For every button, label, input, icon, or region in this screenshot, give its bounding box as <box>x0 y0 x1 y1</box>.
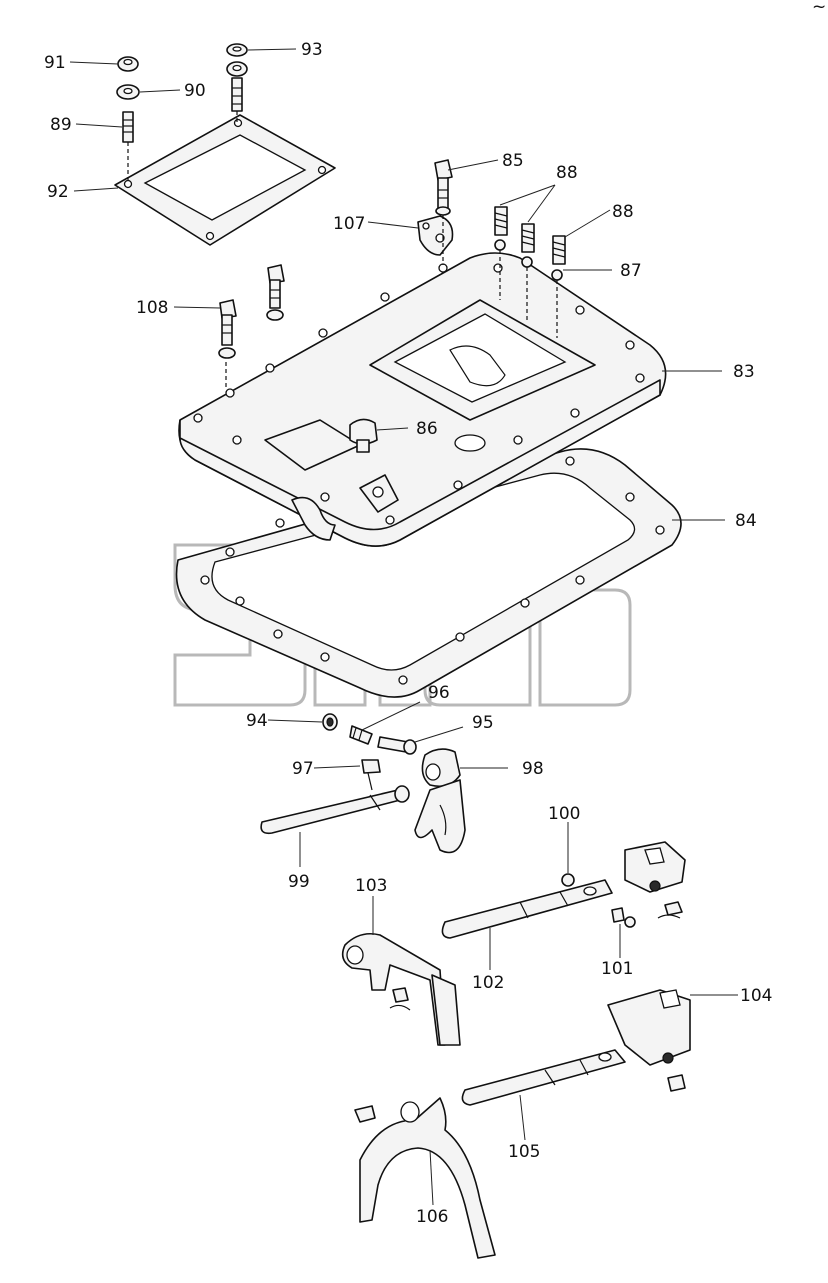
plug-86 <box>349 418 378 453</box>
callout-100: 100 <box>548 804 580 824</box>
callout-84: 84 <box>735 511 757 531</box>
corner-mark: ~. <box>812 0 828 17</box>
plug-94 <box>322 713 338 731</box>
callout-96: 96 <box>428 683 450 703</box>
block-104 <box>607 989 691 1092</box>
leader-lines <box>69 48 738 1206</box>
nut-washer-93 <box>226 43 248 112</box>
callout-101: 101 <box>601 959 633 979</box>
callout-88-a: 88 <box>556 163 578 183</box>
callout-98: 98 <box>522 759 544 779</box>
cover-plate-83-holes <box>193 263 645 525</box>
callout-86: 86 <box>416 419 438 439</box>
stud-89 <box>122 111 134 143</box>
callout-95: 95 <box>472 713 494 733</box>
spring-96 <box>349 725 373 745</box>
callout-97: 97 <box>292 759 314 779</box>
screw-97 <box>361 759 381 791</box>
callout-99: 99 <box>288 872 310 892</box>
spring-88-3 <box>551 235 566 281</box>
callout-87: 87 <box>620 261 642 281</box>
callout-94: 94 <box>246 711 268 731</box>
callout-91: 91 <box>44 53 66 73</box>
dashed-guides <box>127 111 558 388</box>
callout-83: 83 <box>733 362 755 382</box>
bolt-108-second <box>266 264 285 321</box>
callout-88-b: 88 <box>612 202 634 222</box>
callout-103: 103 <box>355 876 387 896</box>
callout-102: 102 <box>472 973 504 993</box>
callout-104: 104 <box>740 986 772 1006</box>
shaft-105 <box>461 1049 626 1106</box>
nut-91 <box>117 56 139 72</box>
callout-92: 92 <box>47 182 69 202</box>
callout-106: 106 <box>416 1207 448 1227</box>
callout-93: 93 <box>301 40 323 60</box>
callout-108: 108 <box>136 298 168 318</box>
pin-95 <box>377 736 417 755</box>
bolt-108 <box>218 299 237 359</box>
fork-98 <box>414 748 466 854</box>
callout-89: 89 <box>50 115 72 135</box>
callout-107: 107 <box>333 214 365 234</box>
fork-block-102 <box>624 841 686 919</box>
bracket-107 <box>417 215 454 256</box>
pin-101 <box>611 907 636 928</box>
gasket-92 <box>114 114 336 246</box>
cover-plate-83 <box>178 252 667 547</box>
shaft-102 <box>441 879 613 939</box>
callout-90: 90 <box>184 81 206 101</box>
fork-106 <box>354 1097 496 1259</box>
callout-105: 105 <box>508 1142 540 1162</box>
shaft-99 <box>260 785 410 835</box>
gasket-84 <box>175 448 682 698</box>
fork-103 <box>341 932 461 1046</box>
bolt-85 <box>434 159 453 216</box>
callout-labels: 91 90 89 92 93 85 88 88 107 87 108 83 86… <box>44 40 772 1227</box>
spring-88-2 <box>521 223 535 268</box>
ball-100 <box>561 873 575 887</box>
washer-90 <box>116 84 140 100</box>
callout-85: 85 <box>502 151 524 171</box>
gasket-84-holes <box>200 456 665 685</box>
spring-88-1 <box>494 206 508 251</box>
